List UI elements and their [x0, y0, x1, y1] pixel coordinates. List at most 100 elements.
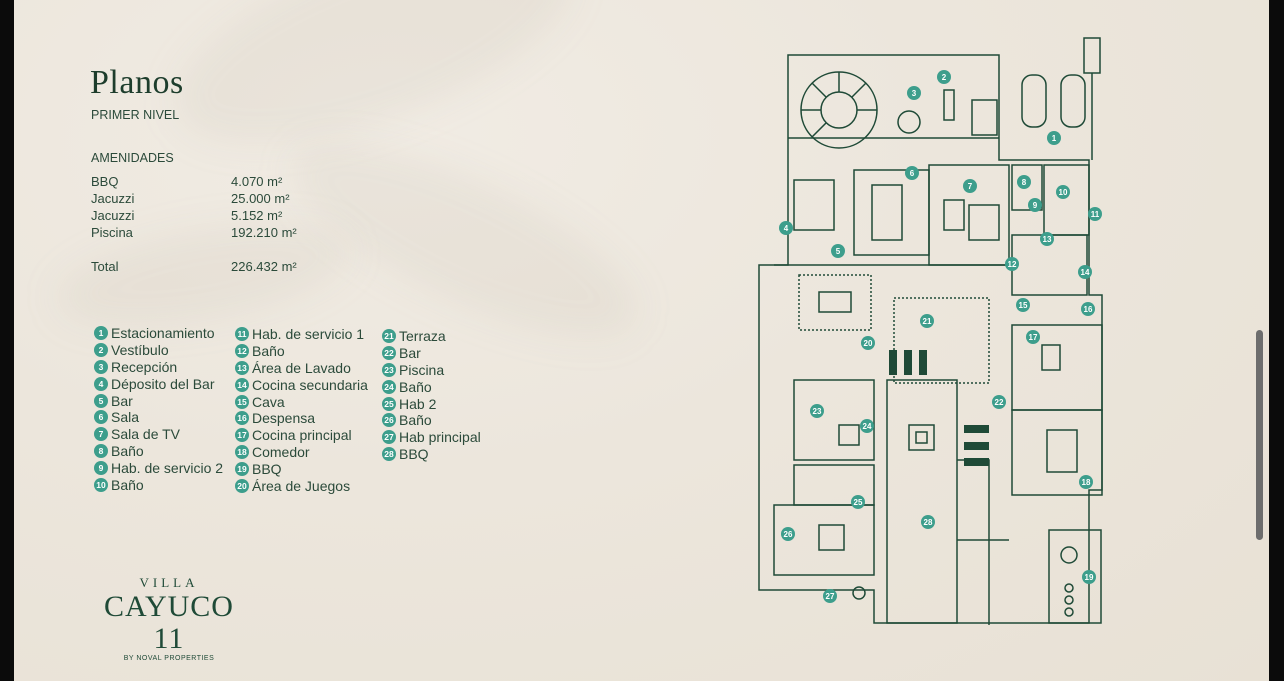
lounger: [964, 458, 989, 466]
legend-label: Hab. de servicio 2: [111, 459, 224, 476]
plan-marker: [905, 166, 919, 180]
sofa: [943, 199, 965, 231]
number-badge: 9: [94, 460, 108, 475]
amenity-name: BBQ: [91, 174, 119, 189]
number-badge: 12: [235, 344, 249, 359]
plan-marker-label: 16: [1084, 305, 1093, 314]
plan-marker-label: 2: [942, 73, 947, 82]
plan-marker-label: 15: [1019, 301, 1028, 310]
legend-label: Bar: [111, 392, 133, 409]
scrollbar[interactable]: [1256, 330, 1263, 540]
pool-deck: [957, 459, 1009, 625]
plan-marker-label: 8: [1022, 178, 1027, 187]
number-badge: 19: [235, 461, 249, 476]
plan-marker-label: 12: [1008, 260, 1017, 269]
plan-marker: [1028, 198, 1042, 212]
logo-line-1: VILLA: [139, 575, 199, 590]
amenity-name: Piscina: [91, 225, 133, 240]
tower-wall: [1083, 37, 1101, 74]
number-badge: 28: [382, 446, 396, 461]
plan-marker: [1088, 207, 1102, 221]
bbq-area: [1048, 529, 1102, 624]
legend-label: Área de Juegos: [252, 477, 351, 494]
plan-marker: [823, 589, 837, 603]
number-badge: 23: [382, 362, 396, 377]
logo-line-2: CAYUCO 11: [104, 590, 234, 655]
legend-label: BBQ: [252, 460, 282, 477]
jacuzzi: [908, 424, 935, 451]
plan-marker-label: 6: [910, 169, 915, 178]
plan-marker-label: 19: [1085, 573, 1094, 582]
amenity-name: Jacuzzi: [91, 191, 135, 206]
legend-label: BBQ: [399, 445, 429, 462]
legend-label: Hab 2: [399, 395, 437, 412]
plan-marker-label: 17: [1029, 333, 1038, 342]
page-title: Planos: [90, 64, 184, 101]
plan-marker: [1040, 232, 1054, 246]
number-badge: 6: [94, 410, 108, 425]
sofa: [968, 204, 1000, 241]
plan-marker: [992, 395, 1006, 409]
plan-marker: [907, 86, 921, 100]
number-badge: 4: [94, 376, 108, 391]
lounger: [904, 350, 912, 375]
plan-marker: [860, 419, 874, 433]
number-badge: 14: [235, 377, 249, 392]
legend-label: Déposito del Bar: [111, 375, 215, 392]
plan-marker-label: 3: [912, 89, 917, 98]
plan-marker: [1079, 475, 1093, 489]
brochure-page: Planos PRIMER NIVEL AMENIDADES BBQ 4.070…: [14, 0, 1269, 681]
stair-steps: [801, 72, 877, 138]
villa-logo: VILLA CAYUCO 11 BY NOVAL PROPERTIES: [94, 575, 244, 662]
plan-marker: [1016, 298, 1030, 312]
service-room: [1011, 164, 1043, 211]
legend-label: Recepción: [111, 358, 178, 375]
stool: [1064, 607, 1074, 617]
plan-marker: [1047, 131, 1061, 145]
amenity-row: Piscina 192.210 m²: [91, 225, 351, 242]
number-badge: 11: [235, 327, 249, 342]
plan-marker: [921, 515, 935, 529]
total-label: Total: [91, 259, 119, 274]
legend-label: Cocina principal: [252, 427, 352, 444]
legend-label: Estacionamiento: [111, 325, 215, 342]
amenities-table: BBQ 4.070 m² Jacuzzi 25.000 m² Jacuzzi 5…: [91, 174, 351, 276]
number-badge: 13: [235, 360, 249, 375]
plan-marker: [1056, 185, 1070, 199]
plan-marker-label: 21: [923, 317, 932, 326]
plan-marker-label: 9: [1033, 201, 1038, 210]
number-badge: 27: [382, 430, 396, 445]
plan-marker: [810, 404, 824, 418]
plan-marker: [920, 314, 934, 328]
amenity-value: 4.070 m²: [231, 174, 283, 189]
jacuzzi-inner: [915, 431, 928, 444]
plan-marker-label: 22: [995, 398, 1004, 407]
service-room: [1043, 164, 1090, 236]
plan-marker-label: 13: [1043, 235, 1052, 244]
plan-marker: [831, 244, 845, 258]
bed: [818, 524, 845, 551]
legend-label: Baño: [111, 442, 144, 459]
plan-marker: [851, 495, 865, 509]
number-badge: 20: [235, 478, 249, 493]
kitchen: [1011, 324, 1103, 411]
legend-label: Piscina: [399, 361, 445, 378]
number-badge: 21: [382, 329, 396, 344]
